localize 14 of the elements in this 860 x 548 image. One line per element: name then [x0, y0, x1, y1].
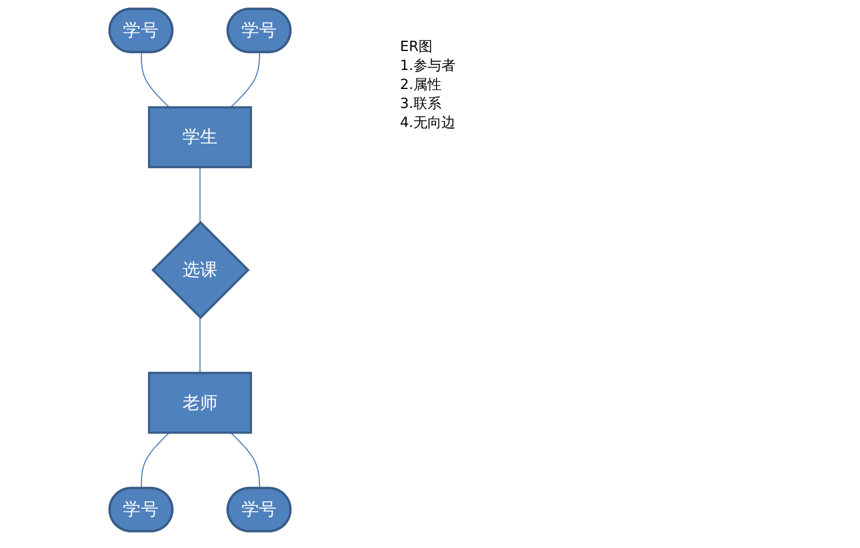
note-text: 2.属性	[400, 76, 442, 95]
node-diamond: 选课	[151, 220, 250, 320]
note-text: 4.无向边	[400, 114, 456, 133]
connector	[230, 52, 260, 108]
note-text: ER图	[400, 38, 433, 57]
connector	[140, 52, 170, 108]
node-box: 老师	[148, 372, 252, 434]
node-box: 学生	[148, 106, 252, 168]
connector	[199, 318, 201, 373]
note-text: 1.参与者	[400, 57, 456, 76]
connector	[230, 432, 260, 489]
connector	[140, 432, 170, 489]
note-text: 3.联系	[400, 95, 442, 114]
connector	[199, 167, 201, 222]
